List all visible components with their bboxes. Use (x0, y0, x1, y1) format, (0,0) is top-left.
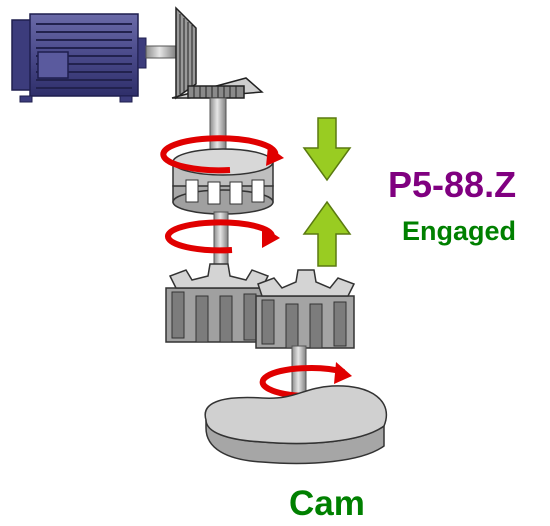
rotation-arrow-icon (160, 135, 279, 174)
motor-shaft (145, 45, 177, 59)
cam-label: Cam (289, 484, 365, 523)
input-shaft (209, 97, 227, 157)
clutch-icon (172, 148, 274, 215)
bevel-gear-icon (171, 6, 264, 100)
motor-icon (11, 13, 147, 103)
rotation-arrowhead (266, 146, 284, 166)
rotation-arrow-icon (165, 219, 275, 254)
gear-icon (255, 269, 356, 349)
cam-icon (204, 385, 388, 465)
engaged-status-label: Engaged (402, 216, 517, 246)
gear-icon (165, 263, 273, 343)
parameter-label: P5-88.Z (388, 164, 517, 205)
rotation-arrowhead (334, 362, 352, 384)
engage-arrows-icon (302, 117, 352, 267)
rotation-arrowhead (262, 226, 280, 248)
rotation-arrow-icon (259, 365, 345, 399)
